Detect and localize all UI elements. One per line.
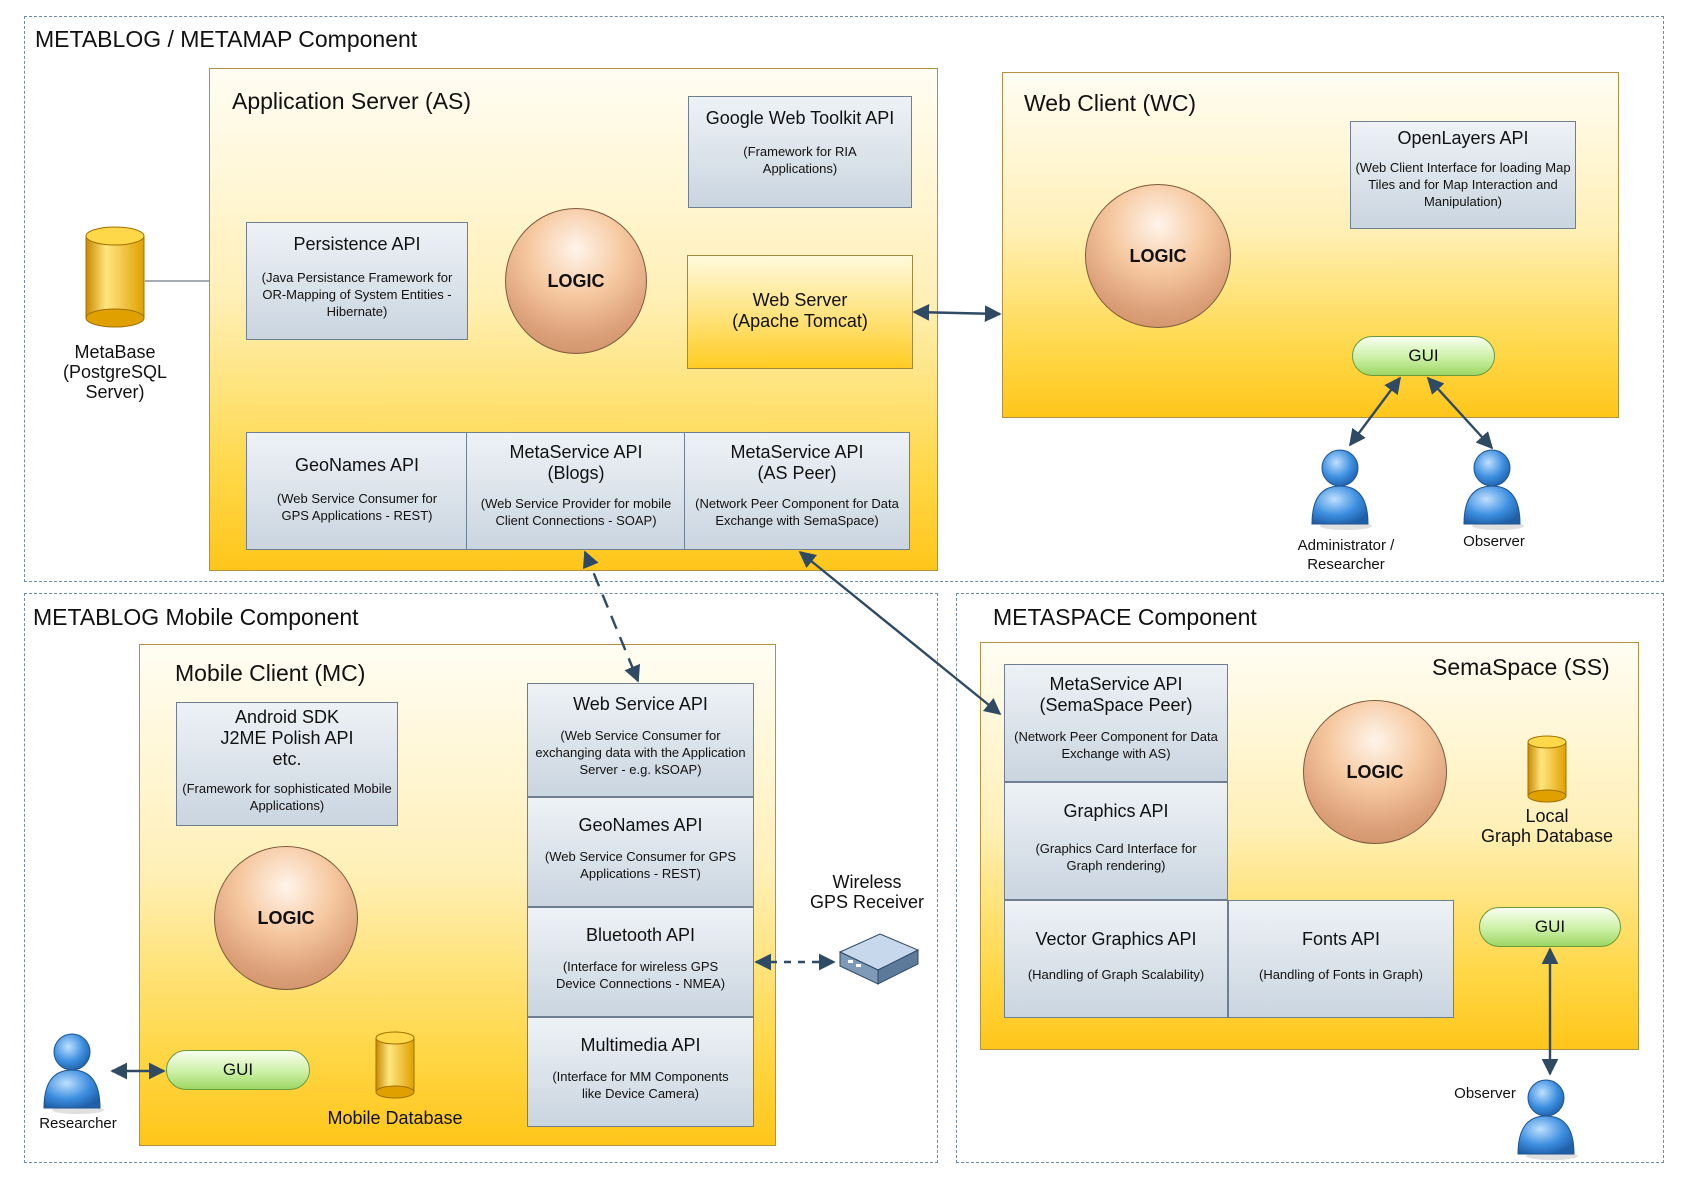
metaservice-peer-desc: (Network Peer Component for Data Exchang… xyxy=(695,496,899,528)
android-desc: (Framework for sophisticated Mobile Appl… xyxy=(182,781,392,813)
application-server-title: Application Server (AS) xyxy=(232,88,472,114)
openlayers-desc: (Web Client Interface for loading Map Ti… xyxy=(1355,160,1571,209)
android-sdk-box: Android SDK J2ME Polish API etc. (Framew… xyxy=(176,702,398,826)
as-logic-node: LOGIC xyxy=(505,208,647,354)
local-graph-database-label: Local Graph Database xyxy=(1480,806,1614,846)
persistence-api-desc: (Java Persistance Framework for OR-Mappi… xyxy=(261,270,453,319)
ss-fonts-api-box: Fonts API (Handling of Fonts in Graph) xyxy=(1228,900,1454,1018)
gwt-api-title: Google Web Toolkit API xyxy=(705,108,895,128)
gwt-api-box: Google Web Toolkit API (Framework for RI… xyxy=(688,96,912,208)
web-server-line1: Web Server xyxy=(752,290,848,310)
gps-receiver-device-icon xyxy=(838,933,920,985)
ss-peer-desc: (Network Peer Component for Data Exchang… xyxy=(1014,729,1218,761)
android-line1: Android SDK xyxy=(234,707,340,727)
observer-wc-person-icon xyxy=(1463,449,1524,530)
ss-logic-node: LOGIC xyxy=(1303,700,1447,844)
semaspace-title: SemaSpace (SS) xyxy=(1432,654,1610,680)
metablog-metamap-label: METABLOG / METAMAP Component xyxy=(35,26,418,52)
administrator-label: Administrator / Researcher xyxy=(1297,537,1395,573)
observer-ss-label: Observer xyxy=(1454,1085,1516,1102)
mc-geonames-api-box: GeoNames API (Web Service Consumer for G… xyxy=(527,797,754,907)
mc-logic-label: LOGIC xyxy=(257,907,315,928)
mc-geonames-title: GeoNames API xyxy=(578,815,703,835)
ss-vector-desc: (Handling of Graph Scalability) xyxy=(1027,967,1205,982)
metaservice-peer-title2: (AS Peer) xyxy=(757,463,837,483)
local-graph-database-icon xyxy=(1527,735,1567,803)
ss-graphics-api-box: Graphics API (Graphics Card Interface fo… xyxy=(1004,782,1228,900)
metaservice-blogs-api-box: MetaService API (Blogs) (Web Service Pro… xyxy=(466,432,686,550)
mc-webservice-title: Web Service API xyxy=(573,694,708,714)
android-line2: J2ME Polish API xyxy=(220,728,354,748)
metaspace-group xyxy=(956,593,1664,1163)
as-geonames-title: GeoNames API xyxy=(294,455,420,475)
mc-bluetooth-title: Bluetooth API xyxy=(585,925,696,945)
metabase-database-icon xyxy=(85,226,145,328)
metablog-mobile-label: METABLOG Mobile Component xyxy=(33,604,359,630)
mc-gui-label: GUI xyxy=(222,1060,254,1079)
observer-wc-label: Observer xyxy=(1463,533,1525,550)
as-geonames-desc: (Web Service Consumer for GPS Applicatio… xyxy=(276,491,438,523)
mobile-client-title: Mobile Client (MC) xyxy=(175,660,366,686)
researcher-label: Researcher xyxy=(39,1115,117,1132)
administrator-person-icon xyxy=(1311,449,1372,530)
gps-receiver-label: Wireless GPS Receiver xyxy=(809,872,925,912)
mc-logic-node: LOGIC xyxy=(214,846,358,990)
metaservice-peer-api-box: MetaService API (AS Peer) (Network Peer … xyxy=(684,432,910,550)
ss-gui-button[interactable]: GUI xyxy=(1479,907,1621,947)
mc-webservice-api-box: Web Service API (Web Service Consumer fo… xyxy=(527,683,754,797)
ss-peer-title1: MetaService API xyxy=(1049,674,1183,694)
web-client-title: Web Client (WC) xyxy=(1024,90,1197,116)
metaservice-peer-title1: MetaService API xyxy=(730,442,864,462)
mc-bluetooth-api-box: Bluetooth API (Interface for wireless GP… xyxy=(527,907,754,1017)
persistence-api-title: Persistence API xyxy=(293,234,421,254)
mc-multimedia-title: Multimedia API xyxy=(580,1035,701,1055)
researcher-person-icon xyxy=(43,1033,104,1114)
openlayers-title: OpenLayers API xyxy=(1397,128,1529,148)
ss-gui-label: GUI xyxy=(1534,917,1566,936)
wc-logic-node: LOGIC xyxy=(1085,184,1231,328)
wc-gui-label: GUI xyxy=(1408,346,1439,365)
mc-multimedia-desc: (Interface for MM Components like Device… xyxy=(552,1069,729,1101)
ss-peer-title2: (SemaSpace Peer) xyxy=(1039,695,1193,715)
ss-fonts-title: Fonts API xyxy=(1301,929,1381,949)
web-server-line2: (Apache Tomcat) xyxy=(732,311,868,331)
metaservice-blogs-desc: (Web Service Provider for mobile Client … xyxy=(480,496,672,528)
android-line3: etc. xyxy=(272,749,302,769)
mobile-database-icon xyxy=(375,1031,415,1099)
as-logic-label: LOGIC xyxy=(547,270,605,291)
ss-peer-api-box: MetaService API (SemaSpace Peer) (Networ… xyxy=(1004,664,1228,782)
metabase-label: MetaBase (PostgreSQL Server) xyxy=(62,342,168,402)
ss-graphics-title: Graphics API xyxy=(1063,801,1169,821)
openlayers-api-box: OpenLayers API (Web Client Interface for… xyxy=(1350,121,1576,229)
ss-fonts-desc: (Handling of Fonts in Graph) xyxy=(1258,967,1424,982)
metaspace-label: METASPACE Component xyxy=(993,604,1257,630)
ss-graphics-desc: (Graphics Card Interface for Graph rende… xyxy=(1035,841,1197,873)
metablog-mobile-group xyxy=(24,593,938,1163)
wc-logic-label: LOGIC xyxy=(1129,245,1187,266)
web-server-box: Web Server (Apache Tomcat) xyxy=(687,255,913,369)
mobile-database-label: Mobile Database xyxy=(327,1108,463,1128)
mc-multimedia-api-box: Multimedia API (Interface for MM Compone… xyxy=(527,1017,754,1127)
observer-ss-person-icon xyxy=(1517,1079,1578,1160)
gwt-api-desc: (Framework for RIA Applications) xyxy=(743,144,857,176)
mc-geonames-desc: (Web Service Consumer for GPS Applicatio… xyxy=(544,849,737,881)
metaservice-blogs-title2: (Blogs) xyxy=(547,463,605,483)
ss-vector-title: Vector Graphics API xyxy=(1035,929,1197,949)
persistence-api-box: Persistence API (Java Persistance Framew… xyxy=(246,222,468,340)
ss-logic-label: LOGIC xyxy=(1346,761,1404,782)
metaservice-blogs-title1: MetaService API xyxy=(509,442,643,462)
mc-gui-button[interactable]: GUI xyxy=(166,1050,310,1090)
mc-bluetooth-desc: (Interface for wireless GPS Device Conne… xyxy=(555,959,726,991)
mc-webservice-desc: (Web Service Consumer for exchanging dat… xyxy=(535,728,746,777)
wc-gui-button[interactable]: GUI xyxy=(1352,336,1495,376)
as-geonames-api-box: GeoNames API (Web Service Consumer for G… xyxy=(246,432,468,550)
ss-vector-api-box: Vector Graphics API (Handling of Graph S… xyxy=(1004,900,1228,1018)
